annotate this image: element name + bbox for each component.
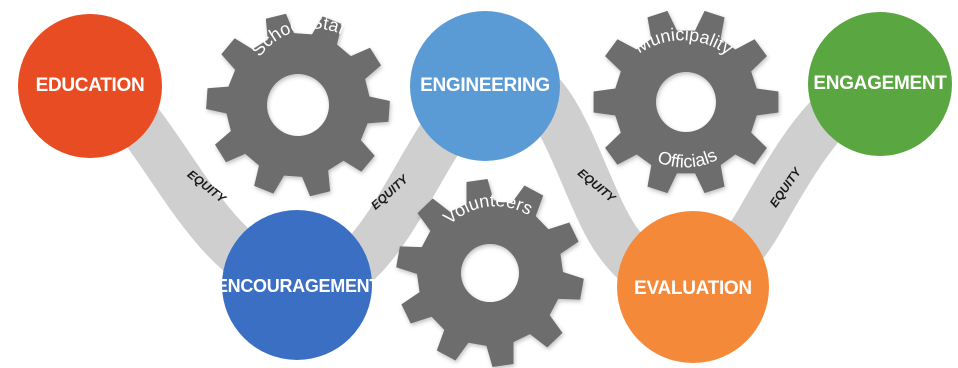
stage-education: EDUCATION — [18, 14, 162, 158]
gear-school-staff — [206, 13, 390, 197]
stage-label-encouragement: ENCOURAGEMENT — [216, 276, 380, 296]
stage-label-evaluation: EVALUATION — [634, 278, 752, 299]
gear-volunteers — [396, 179, 584, 367]
gear-municipality-officials — [593, 10, 779, 194]
stage-circle-engagement — [808, 12, 952, 156]
stage-engineering: ENGINEERING — [410, 11, 560, 161]
stage-label-engineering: ENGINEERING — [420, 75, 550, 96]
stage-engagement: ENGAGEMENT — [808, 12, 952, 156]
stage-encouragement: ENCOURAGEMENT — [216, 210, 381, 360]
stage-label-engagement: ENGAGEMENT — [813, 73, 947, 94]
gear-icon — [593, 10, 779, 194]
stage-circle-education — [18, 14, 162, 158]
stage-circle-engineering — [410, 11, 560, 161]
stage-circle-evaluation — [617, 211, 769, 363]
gear-icon — [206, 13, 390, 197]
gear-icon — [396, 179, 584, 367]
stage-circle-encouragement — [222, 210, 372, 360]
stage-label-education: EDUCATION — [36, 75, 145, 96]
stage-evaluation: EVALUATION — [617, 211, 769, 363]
